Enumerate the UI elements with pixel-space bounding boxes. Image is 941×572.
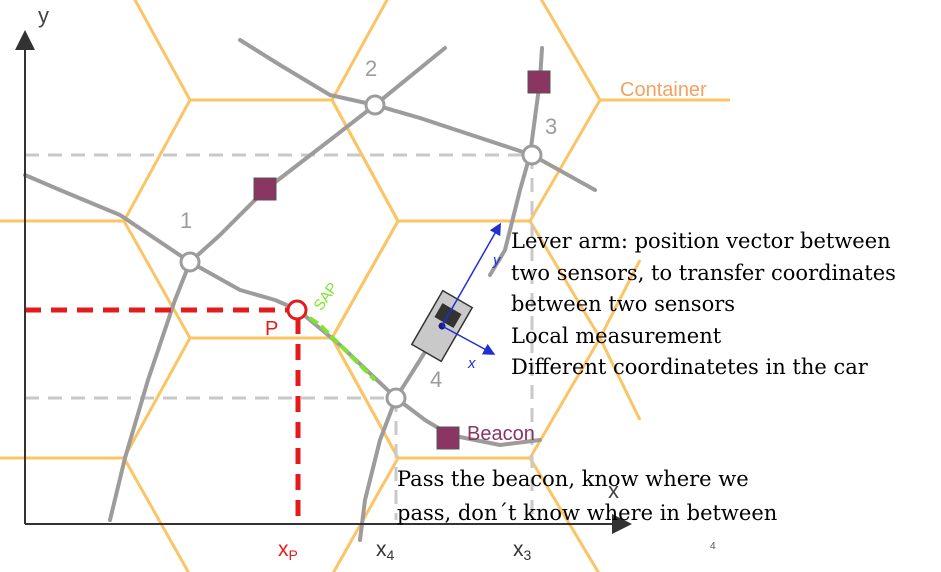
beacons — [253, 70, 551, 450]
note-line: Local measurement — [511, 323, 722, 348]
sensor-x-label: x — [467, 355, 476, 372]
node-4-label: 4 — [430, 367, 442, 392]
point-p-label: P — [265, 318, 278, 340]
note-line: pass, don´t know where in between — [397, 501, 778, 525]
tick-xp: xP — [278, 538, 298, 563]
lever-arm-note: Lever arm: position vector between two s… — [511, 226, 896, 384]
hex-cell — [122, 336, 400, 572]
sap-path — [296, 308, 377, 382]
node-3-label: 3 — [545, 114, 557, 139]
node-2 — [364, 94, 386, 116]
node-1-label: 1 — [180, 208, 192, 233]
container-label: Container — [620, 79, 707, 101]
note-line: two sensors, to transfer coordinates — [511, 260, 896, 285]
node-3 — [521, 144, 543, 166]
road-nodes — [179, 94, 543, 409]
page-number: 4 — [710, 541, 716, 552]
hex-edge — [598, 337, 642, 421]
node-2-label: 2 — [365, 56, 377, 81]
sensor-axes — [441, 222, 501, 355]
beacon-label: Beacon — [467, 423, 535, 445]
point-p-marker — [286, 299, 308, 321]
sensor-y-label: y — [492, 252, 502, 269]
sap-label: SAP — [310, 279, 341, 313]
hex-edge — [528, 457, 600, 572]
hex-edge — [133, 0, 192, 101]
beacon-square — [527, 70, 551, 94]
node-4 — [385, 387, 407, 409]
note-line: Different coordinatetes in the car — [511, 355, 868, 379]
note-line: Pass the beacon, know where we — [397, 467, 749, 491]
beacon-note: Pass the beacon, know where we pass, don… — [397, 462, 777, 530]
beacon-square — [253, 177, 277, 201]
hex-cell — [122, 98, 400, 340]
tick-x3: x3 — [513, 538, 532, 563]
note-line: Lever arm: position vector between — [511, 229, 891, 253]
point-p-guides — [25, 307, 301, 522]
hex-edge — [598, 259, 642, 339]
node-1 — [179, 251, 201, 273]
guide-lines — [25, 153, 534, 520]
note-line: between two sensors — [511, 292, 736, 316]
tick-x4: x4 — [376, 538, 395, 563]
x-axis-label: x — [608, 478, 619, 503]
y-axis-label: y — [38, 3, 49, 28]
beacon-square — [436, 426, 460, 450]
